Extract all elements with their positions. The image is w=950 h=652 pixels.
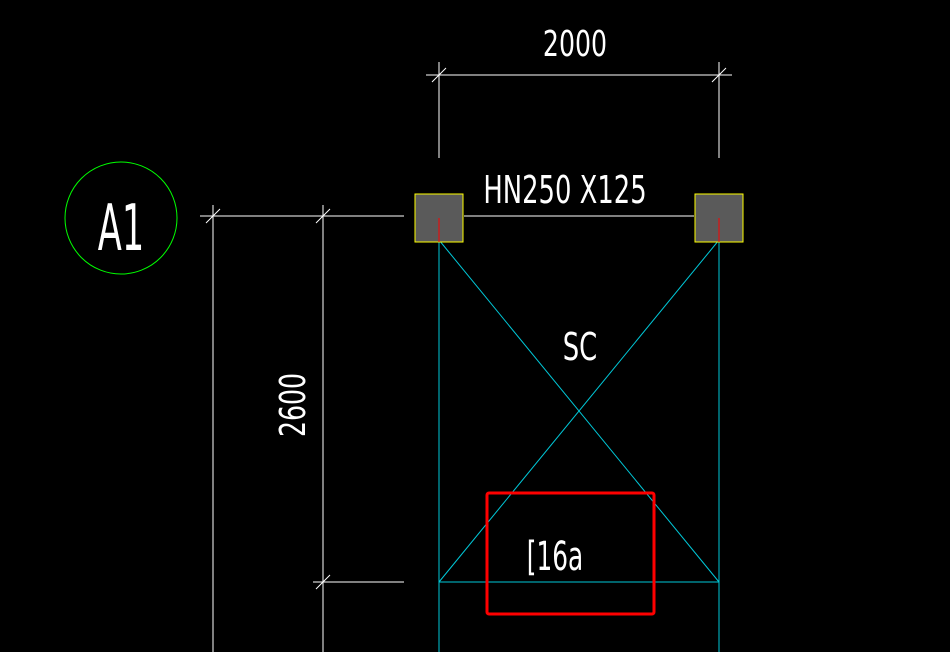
channel-label: [16a xyxy=(527,533,583,580)
dimension-2600-text: 2600 xyxy=(273,373,315,437)
tick-right xyxy=(711,67,727,83)
tick-left xyxy=(431,67,447,83)
dimension-2000-text: 2000 xyxy=(543,24,607,66)
right-column xyxy=(694,193,744,243)
bracing-label: SC xyxy=(563,325,597,369)
highlight-box[interactable] xyxy=(485,491,656,616)
frame-members xyxy=(438,218,720,652)
tick-bottom-inner xyxy=(315,574,331,590)
vertical-dimension xyxy=(200,205,404,652)
tick-top-inner xyxy=(315,208,331,224)
grid-bubble xyxy=(64,161,178,275)
beam-label: HN250 X125 xyxy=(483,168,646,212)
left-column xyxy=(414,193,464,243)
tick-top-outer xyxy=(205,208,221,224)
horizontal-dimension xyxy=(426,62,732,158)
grid-bubble-label: A1 xyxy=(98,192,144,266)
